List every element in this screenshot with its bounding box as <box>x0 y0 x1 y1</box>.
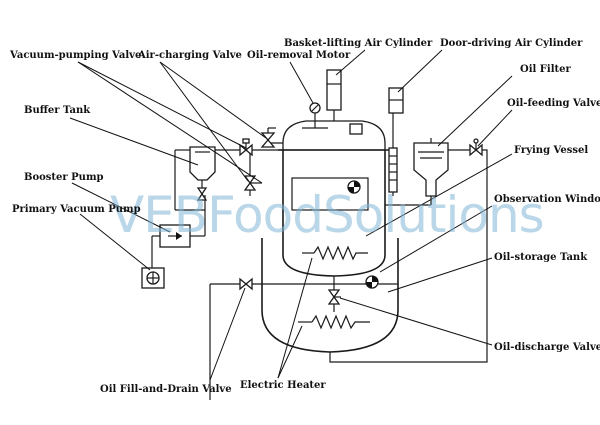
electric-heater-lower <box>298 314 370 330</box>
oil-return-pipe <box>329 149 488 363</box>
label-oil-storage-tank: Oil-storage Tank <box>494 252 588 263</box>
oil-removal-motor <box>302 102 328 129</box>
label-basket-lifting-air-cylinder: Basket-lifting Air Cylinder <box>284 38 433 49</box>
label-oil-discharge-valve: Oil-discharge Valve <box>494 342 600 353</box>
label-electric-heater: Electric Heater <box>240 380 326 391</box>
label-oil-filter: Oil Filter <box>520 64 571 75</box>
label-oil-removal-motor: Oil-removal Motor <box>247 50 351 61</box>
oil-feeding-valve-symbol <box>469 138 483 157</box>
label-primary-vacuum-pump: Primary Vacuum Pump <box>12 204 141 215</box>
oil-discharge-valve-symbol <box>327 276 341 312</box>
label-vacuum-pumping-valve: Vacuum-pumping Valve <box>9 50 141 61</box>
label-air-charging-valve: Air-charging Valve <box>137 50 242 61</box>
buffer-tank <box>189 146 216 201</box>
oil-fill-and-drain-line <box>209 277 262 400</box>
electric-heater-upper <box>302 245 368 261</box>
lid-instrument <box>349 123 363 135</box>
label-observation-window: Observation Window <box>494 194 600 205</box>
label-booster-pump: Booster Pump <box>24 172 104 183</box>
oil-filter <box>385 138 478 206</box>
label-frying-vessel: Frying Vessel <box>514 145 588 156</box>
primary-vacuum-pump <box>141 267 165 289</box>
door-driving-air-cylinder <box>388 87 404 196</box>
label-oil-feeding-valve: Oil-feeding Valve <box>507 98 600 109</box>
leader-lines <box>69 49 513 381</box>
label-door-driving-air-cylinder: Door-driving Air Cylinder <box>440 38 583 49</box>
stirrer-symbol-lower <box>365 275 379 289</box>
basket-lifting-air-cylinder <box>326 69 342 121</box>
label-oil-fill-and-drain-valve: Oil Fill-and-Drain Valve <box>100 384 232 395</box>
vacuum-pumping-valve-symbol <box>239 138 253 157</box>
label-buffer-tank: Buffer Tank <box>24 105 91 116</box>
stirrer-symbol-upper <box>347 180 361 194</box>
watermark: VEBFoodSolutions <box>110 186 544 244</box>
observation-window <box>291 177 369 211</box>
air-valve-symbol-lower <box>243 175 262 196</box>
air-charging-valve-symbol <box>260 127 276 148</box>
